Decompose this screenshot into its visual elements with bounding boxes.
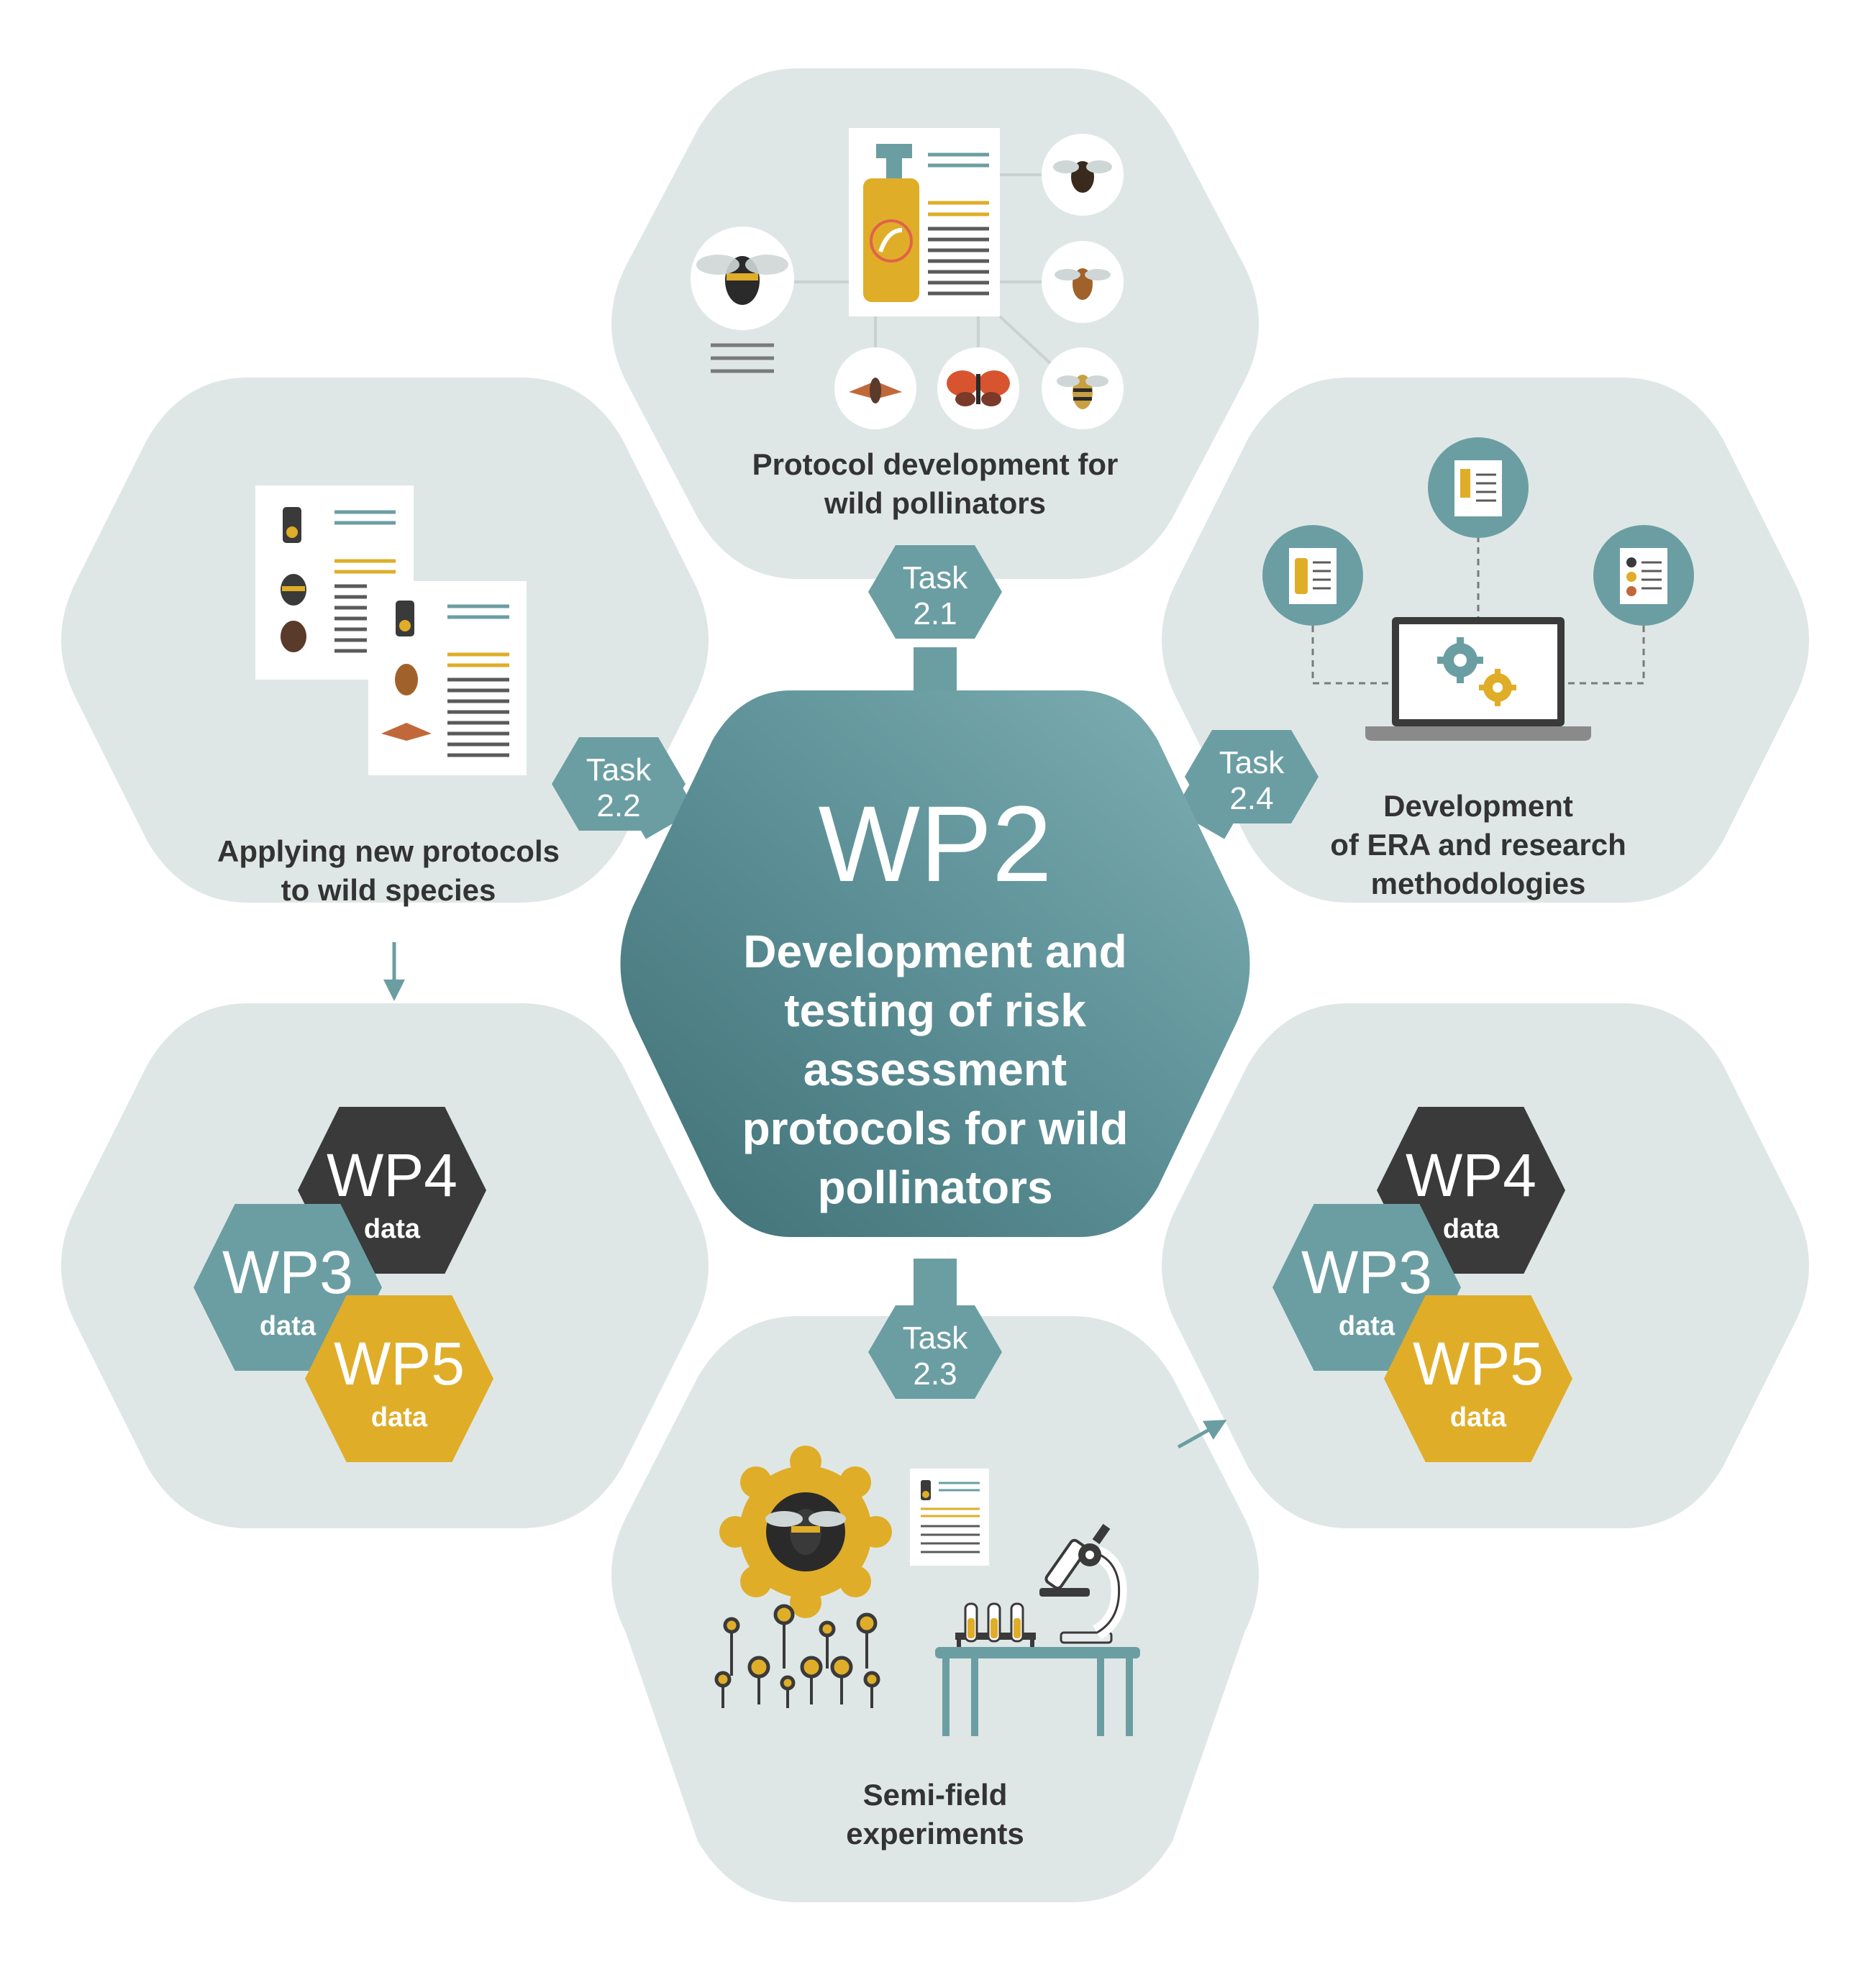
task-label: Task (903, 560, 968, 595)
wp5-data-hexagon: WP5 data (1384, 1295, 1572, 1462)
wp-sub: data (1339, 1311, 1395, 1341)
hoverfly-circle (1042, 347, 1124, 429)
task-number: 2.4 (1229, 781, 1273, 816)
task-hex (868, 1305, 1002, 1399)
wp-sub: data (260, 1311, 317, 1341)
label-line: protocols for wild (742, 1103, 1129, 1154)
label-line: Applying new protocols (217, 834, 560, 868)
wp-sub: data (1443, 1214, 1500, 1244)
sunflower-with-bee (719, 1446, 892, 1618)
hex-shape (1384, 1295, 1572, 1462)
label-line: methodologies (1371, 867, 1586, 900)
doc-text-lines (928, 152, 989, 296)
task-2-3[interactable]: Task 2.3 (868, 1305, 1002, 1399)
butterfly-circle (937, 347, 1019, 429)
center-title: WP2 (818, 783, 1052, 904)
task-number: 2.3 (913, 1356, 957, 1392)
hex-bottom (611, 1316, 1259, 1902)
panel-bottom-label: Semi-field experiments (846, 1778, 1024, 1850)
text-lines-under-bee (711, 343, 774, 373)
wp-title: WP4 (327, 1141, 457, 1209)
wp-sub: data (364, 1214, 421, 1244)
semi-field-illustration (714, 1446, 1140, 1736)
lab-table (935, 1647, 1140, 1736)
label-line: Protocol development for (752, 447, 1119, 481)
spray-bottle-icon (863, 144, 919, 302)
label-line: Semi-field (863, 1778, 1008, 1812)
label-line: wild pollinators (824, 486, 1046, 520)
label-line: of ERA and research (1330, 828, 1626, 862)
flow-arrows (383, 942, 1227, 1449)
pollinator-circle-1 (1042, 134, 1124, 216)
wp-title: WP3 (222, 1238, 353, 1306)
task-hex (552, 737, 686, 831)
microscope-icon (1039, 1523, 1127, 1644)
doc-circle-right (1593, 525, 1694, 626)
wp-title: WP4 (1406, 1141, 1536, 1209)
hex-shape (305, 1295, 493, 1462)
task-2-4[interactable]: Task 2.4 (1185, 730, 1319, 823)
panel-upper-left-label: Applying new protocols to wild species (217, 834, 560, 907)
connector-lines (791, 173, 1052, 365)
doc-circle-top (1428, 437, 1529, 538)
label-line: Development and (743, 926, 1126, 977)
gear-icon (1437, 637, 1483, 683)
wp-title: WP5 (334, 1330, 465, 1397)
center-subtitle: Development and testing of risk assessment… (742, 926, 1129, 1213)
task-number: 2.1 (913, 596, 957, 631)
wp3-data-hexagon: WP3 data (193, 1204, 382, 1371)
test-tubes-icon (955, 1602, 1036, 1647)
center-hexagon (620, 690, 1250, 1237)
task-number: 2.2 (596, 788, 640, 823)
panel-upper-right-label: Development of ERA and research methodolog… (1330, 789, 1626, 900)
wp-sub: data (371, 1402, 428, 1433)
wp-title: WP3 (1301, 1238, 1432, 1306)
lab-document (910, 1469, 989, 1566)
task-label: Task (903, 1320, 968, 1356)
laptop-icon (1365, 617, 1591, 741)
label-line: pollinators (817, 1162, 1052, 1213)
task-label: Task (1219, 745, 1285, 780)
wp-title: WP5 (1413, 1330, 1544, 1397)
label-line: to wild species (281, 873, 496, 907)
applying-protocols-illustration (255, 485, 527, 775)
wp5-data-hexagon: WP5 data (305, 1295, 493, 1462)
gear-icon (1479, 669, 1516, 706)
task-hex (868, 545, 1002, 639)
small-sunflowers (714, 1604, 880, 1708)
bumblebee-circle-large (691, 227, 794, 330)
protocol-illustration (691, 128, 1124, 429)
label-line: testing of risk (784, 985, 1086, 1036)
moth-circle (834, 347, 916, 429)
pollinator-circle-2 (1042, 241, 1124, 323)
task-2-2[interactable]: Task 2.2 (552, 737, 686, 831)
task-hex (1185, 730, 1319, 823)
panel-top-label: Protocol development for wild pollinators (752, 447, 1119, 520)
label-line: experiments (846, 1817, 1024, 1850)
doc-circle-left (1262, 525, 1363, 626)
era-methodologies-illustration (1262, 437, 1694, 741)
task-label: Task (586, 752, 652, 788)
task-2-1[interactable]: Task 2.1 (868, 545, 1002, 639)
label-line: assessment (803, 1044, 1067, 1095)
wp-sub: data (1450, 1402, 1507, 1433)
label-line: Development (1383, 789, 1573, 823)
